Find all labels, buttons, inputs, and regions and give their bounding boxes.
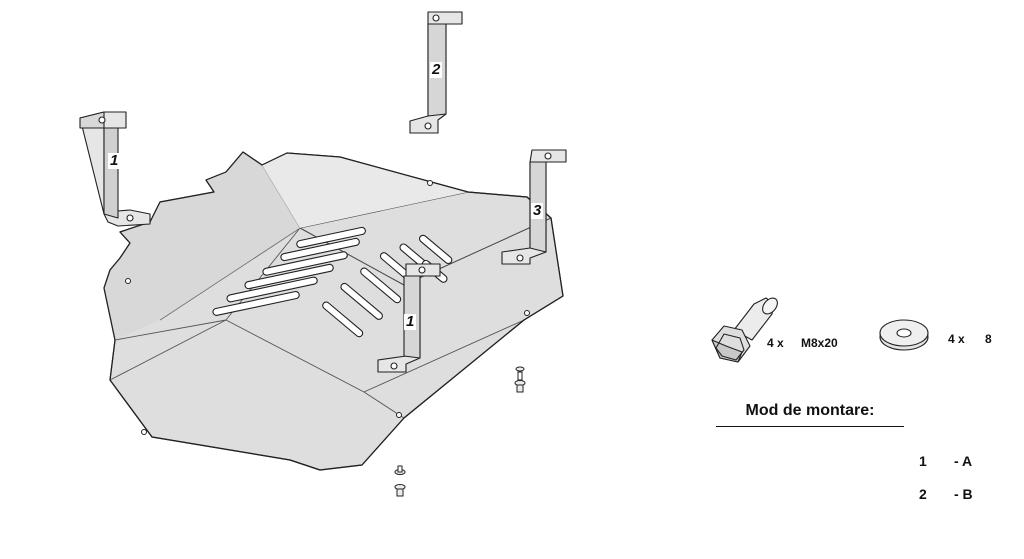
washer-quantity: 4 x	[948, 332, 965, 346]
loose-bolt-right	[514, 366, 526, 393]
mounting-row: 1 - A	[910, 453, 990, 471]
mounting-row: 2 - B	[910, 486, 990, 504]
bolt-size: M8x20	[801, 336, 838, 350]
vent-slots	[212, 226, 453, 338]
mounting-row-label: - B	[954, 486, 973, 502]
callout-bracket-left: 1	[108, 152, 121, 169]
washer-size: 8	[985, 332, 992, 346]
mounting-title: Mod de montare:	[716, 402, 904, 427]
washer-icon	[879, 319, 929, 351]
mounting-row-number: 1	[919, 453, 927, 469]
loose-bolt-center	[394, 465, 406, 497]
bracket-1-left	[79, 111, 151, 227]
hex-bolt-icon	[711, 297, 778, 363]
callout-bracket-top: 2	[430, 61, 443, 78]
mounting-row-number: 2	[919, 486, 927, 502]
callout-bracket-center: 1	[404, 313, 417, 330]
bolt-quantity: 4 x	[767, 336, 784, 350]
callout-bracket-right: 3	[531, 202, 544, 219]
mounting-row-label: - A	[954, 453, 973, 469]
